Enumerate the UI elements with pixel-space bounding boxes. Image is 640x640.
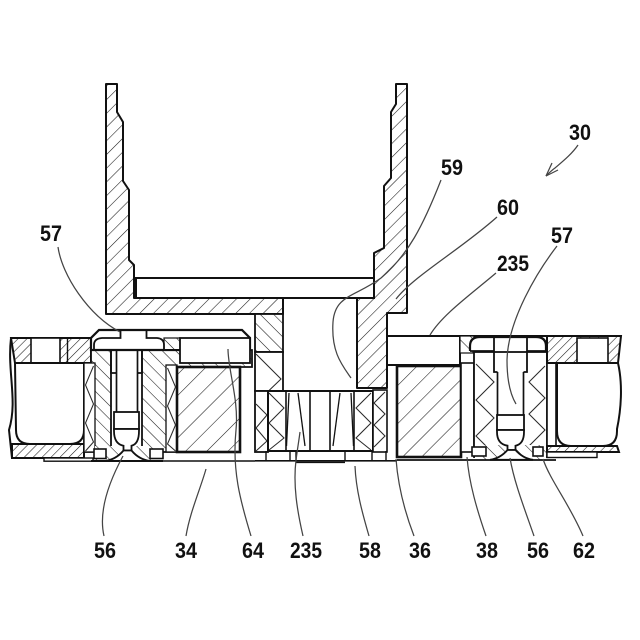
svg-text:64: 64 <box>242 538 265 563</box>
svg-text:38: 38 <box>476 538 498 563</box>
svg-text:56: 56 <box>94 538 116 563</box>
svg-text:235: 235 <box>497 251 529 276</box>
svg-text:57: 57 <box>40 221 62 246</box>
svg-text:62: 62 <box>573 538 595 563</box>
svg-text:59: 59 <box>441 155 463 180</box>
svg-text:36: 36 <box>409 538 431 563</box>
svg-text:58: 58 <box>359 538 381 563</box>
svg-text:57: 57 <box>551 223 573 248</box>
svg-text:235: 235 <box>290 538 322 563</box>
svg-text:34: 34 <box>175 538 198 563</box>
svg-text:56: 56 <box>527 538 549 563</box>
svg-text:30: 30 <box>569 120 591 145</box>
svg-text:60: 60 <box>497 195 519 220</box>
